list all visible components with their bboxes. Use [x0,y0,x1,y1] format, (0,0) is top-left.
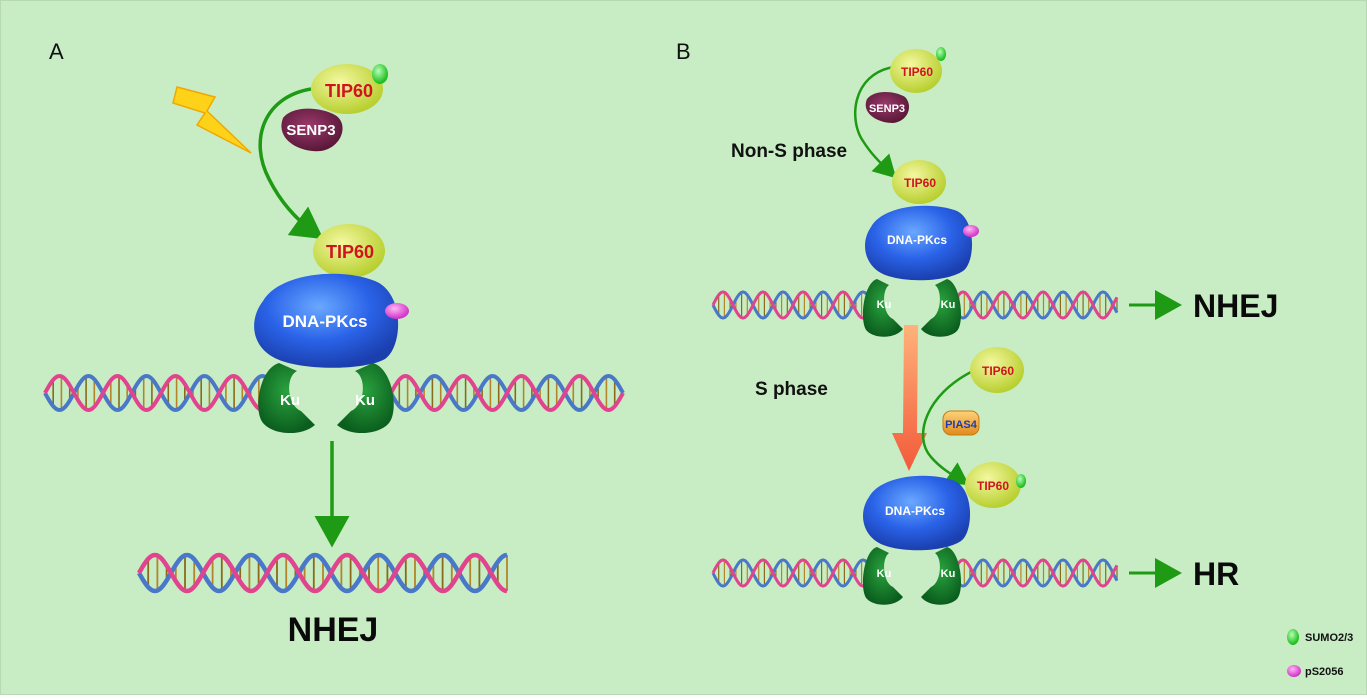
dna-pkcs-protein: DNA-PKcs [865,205,973,281]
dna-backbone-pink [951,558,1119,588]
dna-backbone-pink [43,373,269,413]
dna-helix [951,558,1119,588]
dna-backbone-pink [951,290,1119,320]
tip60-protein: TIP60 [890,49,942,93]
lightning-icon [172,86,252,154]
dna-backbone-pink [711,290,875,320]
outcome-hr: HR [1193,556,1239,592]
ku-protein: Ku [862,279,903,337]
ku-label: Ku [280,392,300,409]
senp3-protein: SENP3 [281,108,343,152]
relocation-arrow [921,369,974,486]
legend-ps2056-label: pS2056 [1305,666,1344,678]
tip60-protein: TIP60 [311,64,383,114]
tip60-bound-label: TIP60 [904,176,936,190]
legend-sumo-label: SUMO2/3 [1305,632,1353,644]
tip60-label: TIP60 [982,364,1014,378]
ku-label: Ku [941,299,956,311]
ku-label: Ku [355,392,375,409]
legend: SUMO2/3 pS2056 [1287,629,1353,678]
dna-helix [711,558,875,588]
dna-backbone-blue [137,552,508,594]
sumo-marker [372,64,388,84]
tip60-label: TIP60 [325,81,373,101]
dna-pkcs-label: DNA-PKcs [282,312,367,331]
dna-backbone-pink [711,558,875,588]
outcome-nhej: NHEJ [1193,288,1278,324]
senp3-label: SENP3 [869,103,905,115]
panel-a-label: A [49,39,64,64]
dna-helix [951,290,1119,320]
tip60-bound-label: TIP60 [977,479,1009,493]
dna-pkcs-protein: DNA-PKcs [254,273,399,368]
senp3-protein: SENP3 [865,92,909,123]
ku-protein: Ku [921,547,962,605]
relocation-arrow [853,65,897,179]
pias4-protein: PIAS4 [942,410,980,436]
dna-pkcs-label: DNA-PKcs [885,504,945,518]
phase-label-s: S phase [755,379,828,400]
sumo-marker [1016,474,1026,488]
senp3-label: SENP3 [286,122,335,139]
dna-helix [389,373,625,413]
sumo-legend-swatch [1287,629,1299,645]
ku-label: Ku [877,568,892,580]
phase-label-non-s: Non-S phase [731,141,847,162]
ku-label: Ku [941,568,956,580]
dna-backbone-blue [951,558,1119,588]
ku-protein: Ku [862,547,903,605]
outcome-nhej: NHEJ [288,611,379,649]
tip60-protein: TIP60 [970,347,1024,393]
ku-protein: Ku [258,363,315,434]
tip60-protein-bound: TIP60 [965,462,1021,508]
tip60-bound-label: TIP60 [326,242,374,262]
pias4-label: PIAS4 [945,419,978,431]
dna-pkcs-protein: DNA-PKcs [863,475,971,551]
sumo-marker [936,47,946,61]
dna-helix [711,290,875,320]
ku-protein: Ku [921,279,962,337]
dna-helix [43,373,269,413]
relocation-arrow [258,87,324,240]
tip60-protein-bound: TIP60 [313,224,385,278]
dna-pkcs-label: DNA-PKcs [887,233,947,247]
dna-backbone-blue [43,373,269,413]
ps2056-marker [963,225,979,237]
tip60-protein-bound: TIP60 [892,160,946,204]
dna-backbone-blue [951,290,1119,320]
dna-backbone-pink [137,552,508,594]
panel-b-label: B [676,39,691,64]
tip60-label: TIP60 [901,65,933,79]
ps2056-legend-swatch [1287,665,1301,677]
dna-backbone-pink [389,373,625,413]
phase-transition-arrow [892,325,927,471]
ku-label: Ku [877,299,892,311]
ku-protein: Ku [337,363,394,434]
dna-helix-repaired [137,552,508,594]
ps2056-marker [385,303,409,319]
